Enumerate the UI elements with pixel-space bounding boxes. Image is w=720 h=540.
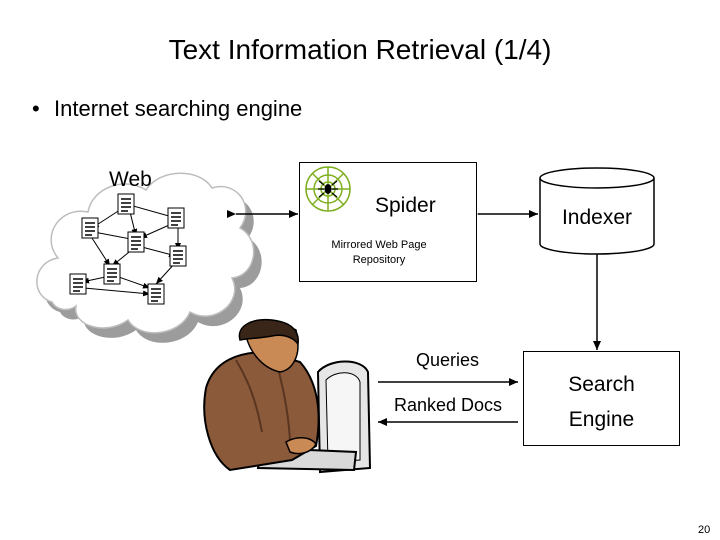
spider-label: Spider	[375, 194, 436, 217]
web-page-icon	[147, 283, 165, 305]
search-engine-label-line1: Search	[568, 373, 635, 396]
indexer-label: Indexer	[561, 206, 633, 229]
repository-label-line1: Mirrored Web Page	[331, 239, 427, 251]
bullet-dot-icon: •	[32, 96, 40, 121]
web-label: Web	[109, 168, 152, 191]
web-page-icon	[81, 217, 99, 239]
web-page-icon	[117, 193, 135, 215]
repository-label-line2: Repository	[352, 254, 406, 266]
user-at-computer-icon	[203, 318, 372, 474]
bullet-text: Internet searching engine	[54, 96, 303, 121]
search-engine-label-line2: Engine	[568, 408, 635, 431]
bullet-item: • Internet searching engine	[32, 96, 302, 122]
page-number: 20	[698, 524, 711, 536]
spider-icon	[318, 180, 338, 198]
web-cloud-icon	[36, 172, 262, 343]
queries-label: Queries	[416, 350, 480, 370]
web-page-icon	[69, 273, 87, 295]
search-engine-label: Search Engine	[523, 367, 680, 437]
web-page-icon	[103, 263, 121, 285]
web-page-icon	[169, 245, 187, 267]
ranked-docs-label: Ranked Docs	[394, 395, 503, 415]
web-page-icon	[167, 207, 185, 229]
web-page-icon	[127, 231, 145, 253]
indexer-database-icon	[539, 167, 655, 255]
slide-title: Text Information Retrieval (1/4)	[168, 34, 552, 65]
search-engine-box	[523, 351, 680, 446]
spider-web-icon	[305, 166, 351, 212]
repository-label: Mirrored Web Page Repository	[312, 238, 446, 268]
spider-box	[299, 162, 477, 282]
